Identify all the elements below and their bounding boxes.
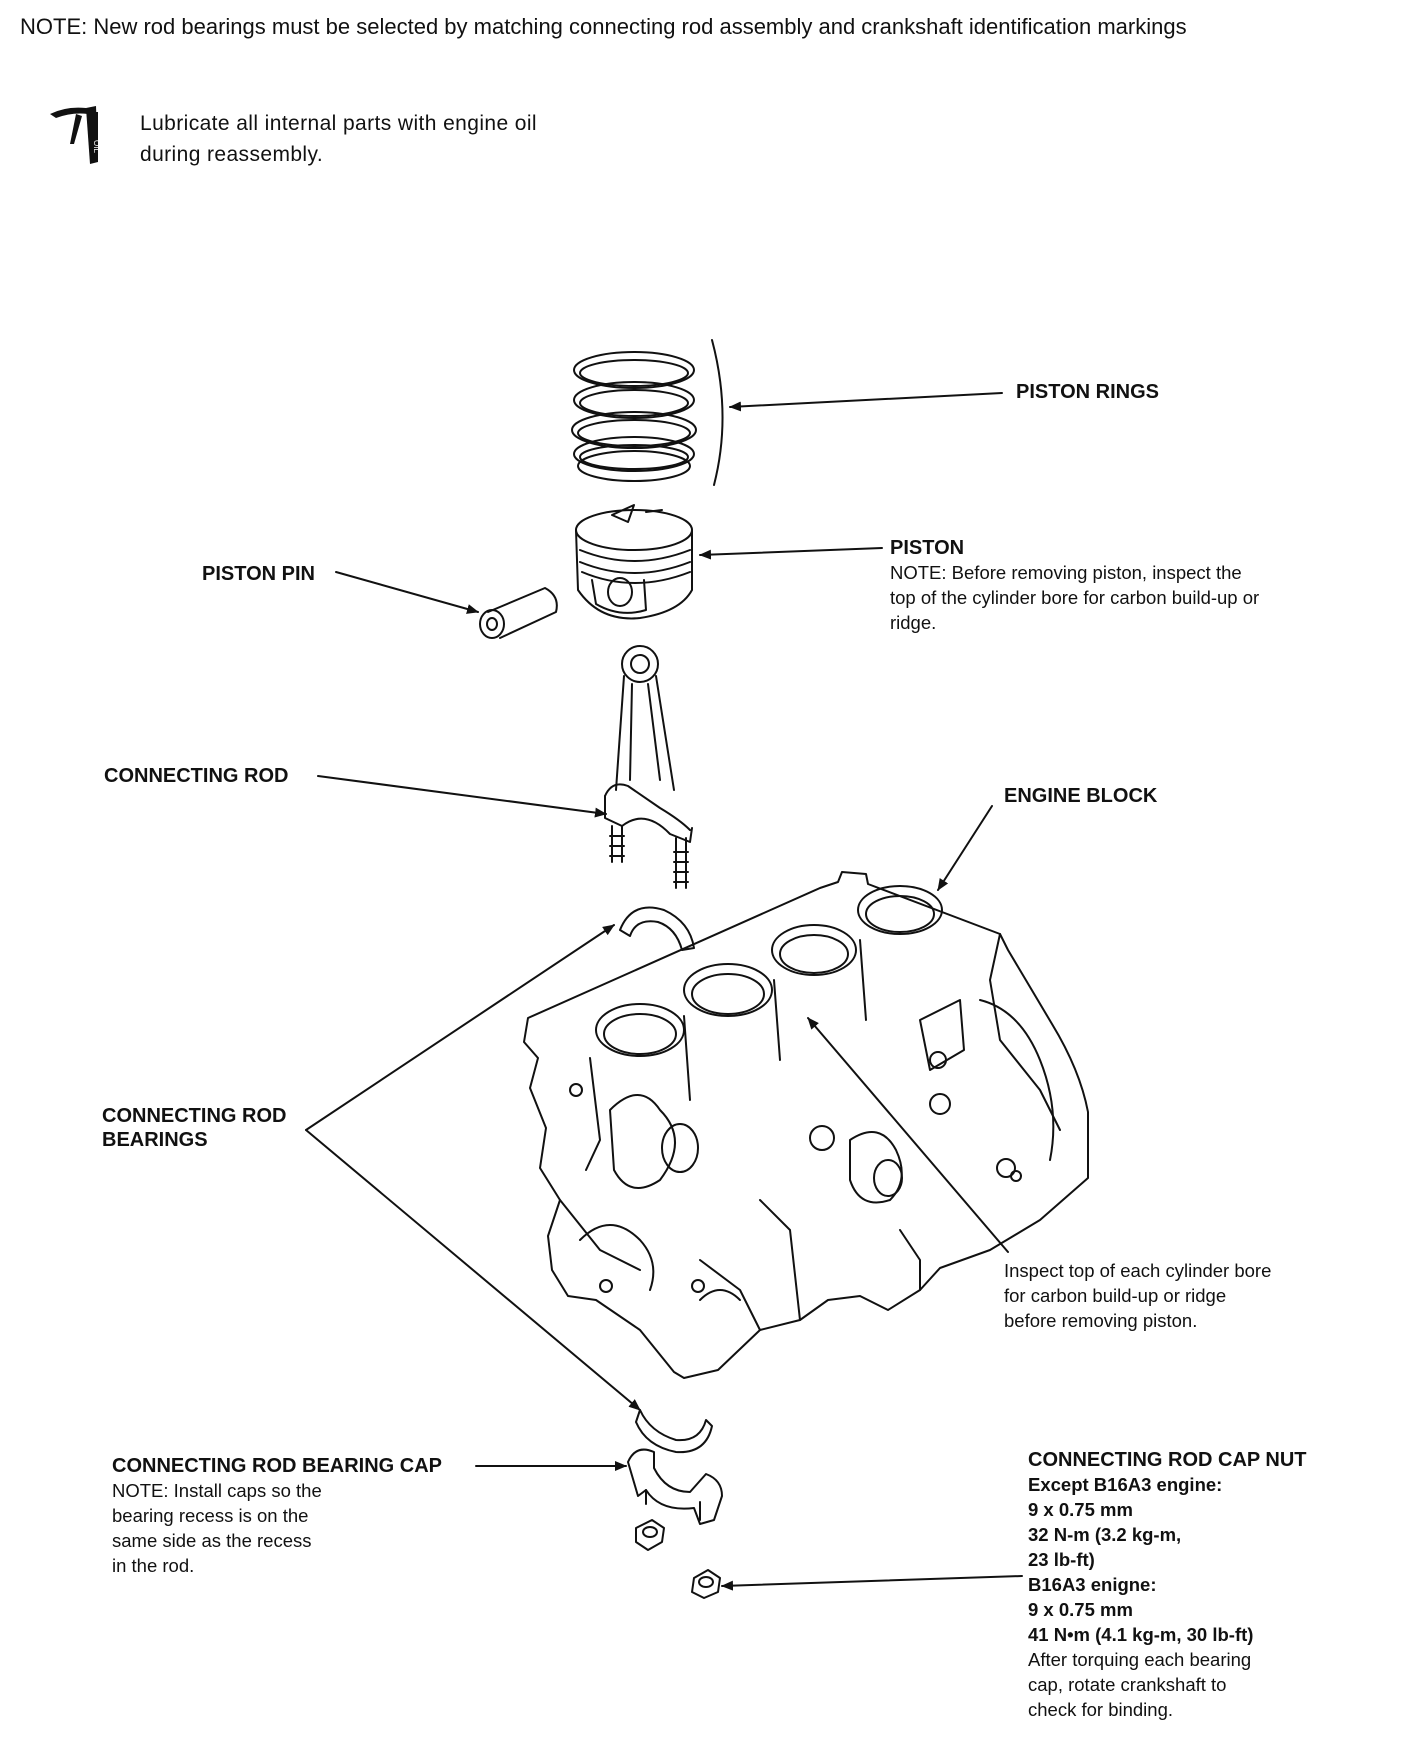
label-piston-rings: PISTON RINGS bbox=[1016, 381, 1159, 403]
lower-bearing-shell-drawing bbox=[635, 1409, 713, 1454]
bearing-cap-note-2: bearing recess is on the bbox=[112, 1505, 309, 1526]
label-engine-block: ENGINE BLOCK bbox=[1004, 785, 1158, 807]
cap-nuts-drawing bbox=[635, 1519, 721, 1599]
bearing-cap-drawing bbox=[627, 1448, 723, 1525]
piston-pin-drawing bbox=[479, 587, 558, 639]
label-piston-note-3: ridge. bbox=[890, 612, 937, 633]
label-connecting-rod-bearings: CONNECTING ROD BEARINGS bbox=[102, 1104, 286, 1152]
label-connecting-rod: CONNECTING ROD bbox=[104, 765, 289, 787]
cap-nut-spec-6: 9 x 0.75 mm bbox=[1028, 1599, 1133, 1620]
cap-nut-spec-2: 9 x 0.75 mm bbox=[1028, 1499, 1133, 1520]
engine-block-drawing bbox=[523, 871, 1089, 1379]
label-bore-inspect: Inspect top of each cylinder bore for ca… bbox=[1004, 1258, 1271, 1333]
bearing-cap-note-3: same side as the recess bbox=[112, 1530, 312, 1551]
cap-nut-spec-4: 23 lb-ft) bbox=[1028, 1549, 1095, 1570]
label-piston-title: PISTON bbox=[890, 537, 965, 559]
bore-inspect-line-2: for carbon build-up or ridge bbox=[1004, 1285, 1227, 1306]
cap-nut-spec-5: B16A3 enigne: bbox=[1028, 1574, 1157, 1595]
lubrication-line-2: during reassembly. bbox=[140, 143, 324, 166]
cap-nut-after-1: After torquing each bearing bbox=[1028, 1649, 1252, 1670]
piston-drawing bbox=[575, 504, 693, 620]
svg-text:OIL: OIL bbox=[92, 140, 101, 153]
lubrication-line-1: Lubricate all internal parts with engine… bbox=[140, 112, 537, 135]
label-piston-note-2: top of the cylinder bore for carbon buil… bbox=[890, 587, 1260, 608]
connecting-rod-drawing bbox=[604, 645, 693, 889]
bearing-cap-note-4: in the rod. bbox=[112, 1555, 195, 1576]
upper-bearing-shell-drawing bbox=[619, 906, 695, 951]
label-bearing-cap-title: CONNECTING ROD BEARING CAP bbox=[112, 1455, 443, 1477]
header-note: NOTE: New rod bearings must be selected … bbox=[20, 14, 1187, 39]
bearing-cap-note-1: NOTE: Install caps so the bbox=[112, 1480, 322, 1501]
label-bearing-cap: CONNECTING ROD BEARING CAP NOTE: Install… bbox=[112, 1454, 442, 1578]
cap-nut-spec-3: 32 N-m (3.2 kg-m, bbox=[1028, 1524, 1182, 1545]
label-piston-note-1: NOTE: Before removing piston, inspect th… bbox=[890, 562, 1242, 583]
label-piston-pin: PISTON PIN bbox=[202, 563, 315, 585]
label-piston: PISTON NOTE: Before removing piston, ins… bbox=[890, 536, 1259, 635]
lubrication-note: Lubricate all internal parts with engine… bbox=[140, 108, 537, 170]
label-cap-nut: CONNECTING ROD CAP NUT Except B16A3 engi… bbox=[1028, 1448, 1307, 1722]
label-rod-bearings-line-1: CONNECTING ROD bbox=[102, 1105, 287, 1127]
cap-nut-spec-7: 41 N•m (4.1 kg-m, 30 lb-ft) bbox=[1028, 1624, 1254, 1645]
label-cap-nut-title: CONNECTING ROD CAP NUT bbox=[1028, 1449, 1307, 1471]
oil-can-icon: OIL bbox=[50, 106, 101, 164]
cap-nut-after-2: cap, rotate crankshaft to bbox=[1028, 1674, 1227, 1695]
bore-inspect-line-1: Inspect top of each cylinder bore bbox=[1004, 1260, 1272, 1281]
piston-rings-drawing bbox=[571, 339, 724, 486]
bore-inspect-line-3: before removing piston. bbox=[1004, 1310, 1198, 1331]
cap-nut-after-3: check for binding. bbox=[1028, 1699, 1174, 1720]
leader-lines bbox=[305, 392, 1023, 1591]
label-rod-bearings-line-2: BEARINGS bbox=[102, 1129, 208, 1151]
cap-nut-spec-1: Except B16A3 engine: bbox=[1028, 1474, 1223, 1495]
